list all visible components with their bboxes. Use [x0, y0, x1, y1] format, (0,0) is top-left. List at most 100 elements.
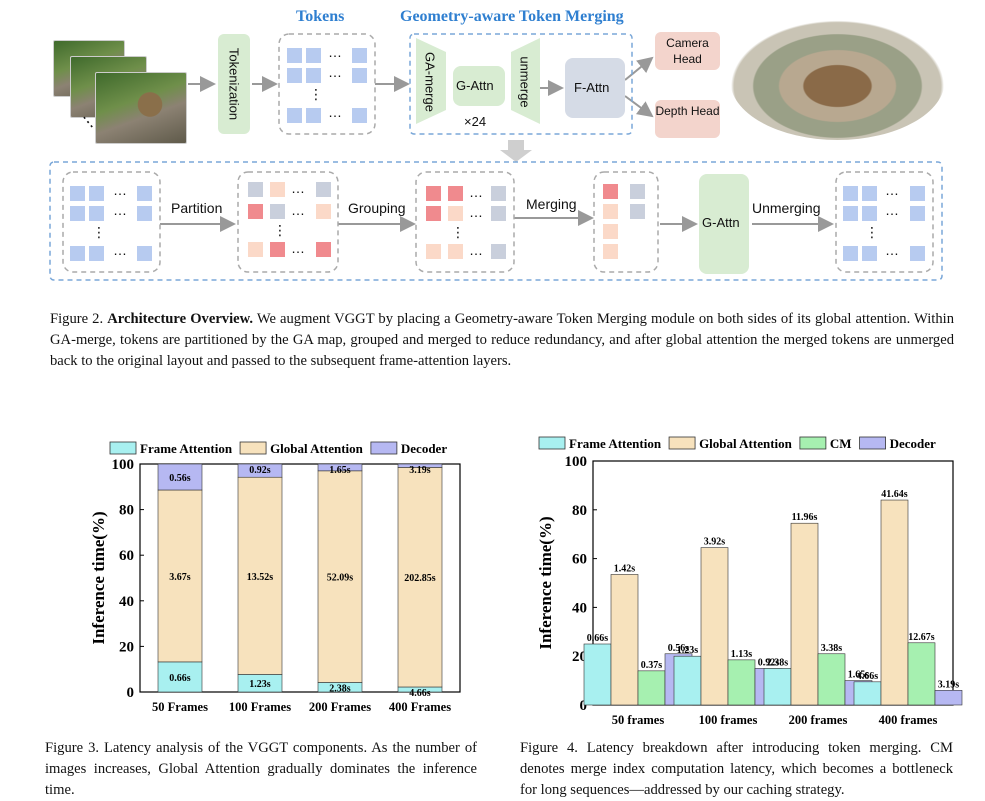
ellipsis: …	[328, 44, 342, 60]
ellipsis: …	[113, 202, 127, 218]
legend-label: Global Attention	[270, 441, 364, 456]
data-label: 1.23s	[249, 679, 271, 690]
bar	[610, 574, 639, 706]
ellipsis: …	[113, 242, 127, 258]
data-label: 1.13s	[731, 649, 753, 660]
bar	[907, 642, 936, 706]
data-label: 41.64s	[881, 489, 908, 500]
legend-label: Global Attention	[699, 436, 793, 451]
ellipsis: …	[291, 180, 305, 196]
x-tick-label: 50 Frames	[152, 700, 208, 714]
x-tick-label: 100 frames	[699, 713, 758, 727]
camera-head-label: Camera Head	[666, 36, 709, 66]
ellipsis: …	[885, 202, 899, 218]
depth-head-label: Depth Head	[655, 104, 720, 118]
legend-swatch	[109, 441, 137, 455]
unmerge-label: unmerge	[517, 56, 533, 108]
x-tick-label: 200 frames	[789, 713, 848, 727]
data-label: 0.56s	[169, 473, 191, 484]
caption-label: Figure 2.	[50, 311, 104, 327]
data-label: 0.92s	[249, 465, 271, 476]
data-label: 1.23s	[677, 645, 699, 656]
y-tick-label: 20	[572, 649, 587, 665]
y-tick-label: 0	[580, 698, 588, 714]
input-image-3	[95, 72, 187, 144]
legend-swatch	[370, 441, 398, 455]
vdots: ⋮	[309, 86, 323, 102]
data-label: 3.92s	[704, 537, 726, 548]
legend-label: Decoder	[401, 441, 447, 456]
legend-swatch	[668, 436, 696, 450]
legend-label: Frame Attention	[569, 436, 662, 451]
f-attn-label: F-Attn	[574, 80, 610, 95]
x-tick-label: 400 frames	[879, 713, 938, 727]
vdots: ⋮	[273, 222, 287, 238]
ellipsis: …	[469, 184, 483, 200]
bar	[763, 668, 792, 706]
partition-label: Partition	[171, 200, 223, 216]
bar	[934, 690, 963, 706]
unmerging-label: Unmerging	[752, 200, 821, 216]
bar-segment	[157, 661, 203, 693]
reconstruction-image	[730, 20, 945, 140]
ellipsis: …	[469, 242, 483, 258]
merging-label: Merging	[526, 196, 577, 212]
data-label: 13.52s	[247, 572, 274, 583]
ellipsis: …	[469, 204, 483, 220]
data-label: 1.65s	[848, 670, 870, 681]
data-label: 4.66s	[857, 671, 879, 682]
ellipsis: …	[113, 182, 127, 198]
data-label: 4.66s	[409, 688, 431, 699]
data-label: 202.85s	[404, 573, 436, 584]
legend-label: Frame Attention	[140, 441, 233, 456]
y-axis-label: Inference time(%)	[536, 516, 555, 649]
caption-text: We augment VGGT by placing a Geometry-aw…	[50, 311, 954, 369]
data-label: 12.67s	[908, 632, 935, 643]
y-tick-label: 100	[112, 457, 135, 473]
data-label: 0.66s	[169, 673, 191, 684]
data-label: 11.96s	[792, 512, 818, 523]
y-tick-label: 40	[119, 594, 134, 610]
legend-label: Decoder	[890, 436, 936, 451]
vdots: ⋮	[451, 224, 465, 240]
legend-swatch	[799, 436, 827, 450]
g-attn-bottom-label: G-Attn	[702, 215, 740, 230]
data-label: 2.38s	[767, 657, 789, 668]
legend-swatch	[239, 441, 267, 455]
bar-segment	[157, 463, 203, 491]
bar	[790, 522, 819, 706]
plot-frame	[139, 463, 461, 693]
x-tick-label: 200 Frames	[309, 700, 371, 714]
repeat-count-label: ×24	[464, 114, 487, 129]
grouping-label: Grouping	[348, 200, 406, 216]
data-label: 2.38s	[329, 683, 351, 694]
bar-segment	[317, 463, 363, 472]
bar-segment	[397, 463, 443, 468]
data-label: 3.19s	[409, 465, 431, 476]
x-tick-label: 400 Frames	[389, 700, 451, 714]
ellipsis: …	[885, 182, 899, 198]
architecture-diagram	[49, 32, 943, 281]
ellipsis: …	[328, 104, 342, 120]
bar-segment	[397, 467, 443, 688]
y-tick-label: 60	[572, 552, 587, 568]
x-tick-label: 50 frames	[612, 713, 665, 727]
y-tick-label: 80	[572, 503, 587, 519]
ellipsis: …	[291, 240, 305, 256]
y-tick-label: 20	[119, 639, 134, 655]
bar-segment	[237, 463, 283, 478]
vdots: ⋮	[865, 224, 879, 240]
bar	[583, 643, 612, 706]
legend-swatch	[538, 436, 566, 450]
bar	[853, 681, 882, 706]
bar-segment	[237, 476, 283, 675]
x-tick-label: 100 Frames	[229, 700, 291, 714]
data-label: 52.09s	[327, 573, 354, 584]
bar	[700, 547, 729, 706]
y-tick-label: 60	[119, 548, 134, 564]
y-tick-label: 0	[127, 685, 135, 701]
caption-bold: Architecture Overview.	[107, 311, 254, 327]
vdots: ⋮	[92, 224, 106, 240]
figure-3-chart: Frame Attention Global Attention Decoder 0 2…	[89, 441, 461, 714]
